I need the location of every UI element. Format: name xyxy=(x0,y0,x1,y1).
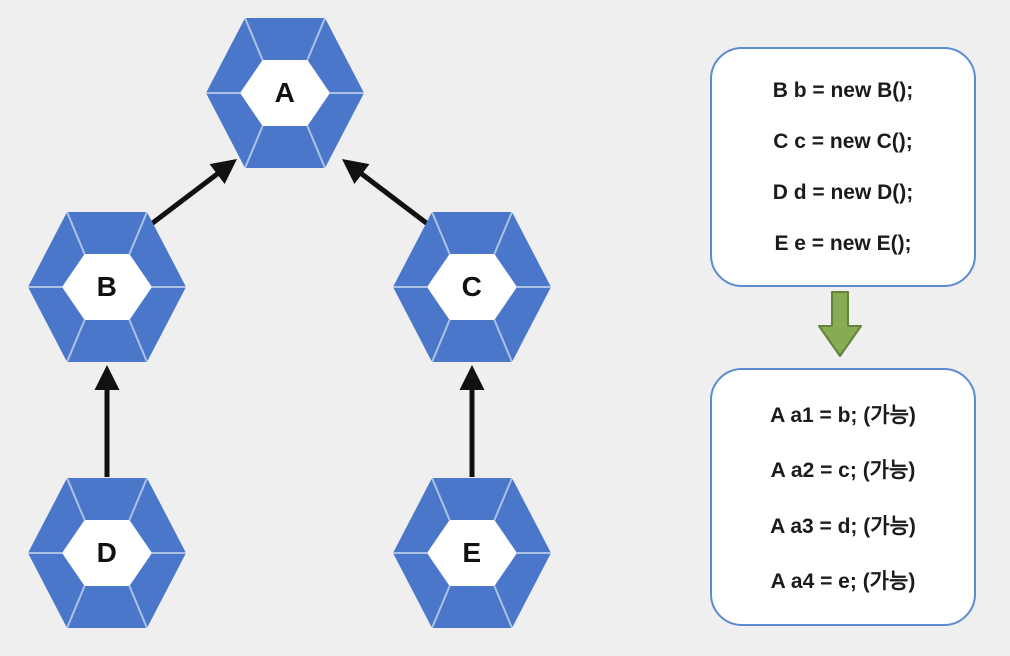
hexagon-icon xyxy=(393,211,551,363)
code-line: A a1 = b; (가능) xyxy=(770,403,916,427)
code-line: C c = new C(); xyxy=(773,129,913,153)
class-node-label: E xyxy=(462,537,482,568)
class-node-label: A xyxy=(274,77,296,108)
hexagon-icon xyxy=(28,477,186,629)
code-line: A a2 = c; (가능) xyxy=(770,459,916,483)
hexagon-icon xyxy=(393,477,551,629)
code-box-declarations: B b = new B(); C c = new C(); D d = new … xyxy=(710,47,976,287)
hexagon-icon xyxy=(28,211,186,363)
class-node-B: B xyxy=(27,211,187,363)
class-node-label: C xyxy=(461,271,483,302)
class-node-C: C xyxy=(392,211,552,363)
code-line: A a3 = d; (가능) xyxy=(770,514,916,538)
down-arrow-icon xyxy=(818,291,862,357)
code-line: B b = new B(); xyxy=(772,78,914,102)
code-line: E e = new E(); xyxy=(774,231,912,255)
class-node-label: B xyxy=(96,271,118,302)
class-node-E: E xyxy=(392,477,552,629)
class-node-A: A xyxy=(205,17,365,169)
class-node-D: D xyxy=(27,477,187,629)
code-line: D d = new D(); xyxy=(772,180,914,204)
class-node-label: D xyxy=(96,537,118,568)
code-box-assignments: A a1 = b; (가능) A a2 = c; (가능) A a3 = d; … xyxy=(710,368,976,626)
hexagon-icon xyxy=(206,17,364,169)
code-line: A a4 = e; (가능) xyxy=(770,570,916,594)
